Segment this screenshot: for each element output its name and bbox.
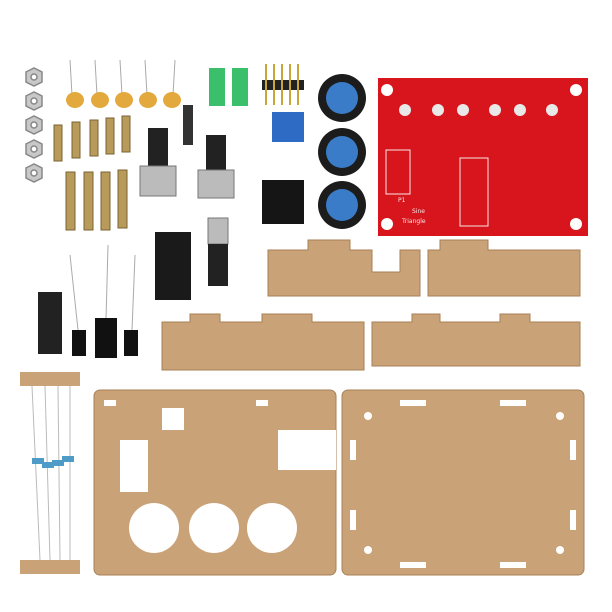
acrylic-front-panel bbox=[93, 389, 337, 576]
electrolytic-capacitors bbox=[69, 244, 138, 358]
pcb-board: Triangle Sine P1 bbox=[378, 78, 588, 236]
knobs bbox=[318, 74, 366, 229]
ceramic-capacitors bbox=[66, 59, 181, 108]
jumper-blocks bbox=[209, 68, 248, 106]
trimmer-potentiometer bbox=[272, 112, 304, 142]
pcb-label-sine: Sine bbox=[412, 208, 425, 215]
resistor-strip bbox=[20, 372, 80, 574]
nuts bbox=[25, 67, 43, 183]
ic-socket bbox=[155, 232, 191, 300]
acrylic-back-panel bbox=[341, 389, 585, 576]
ic-chip bbox=[38, 292, 62, 354]
screws bbox=[53, 115, 131, 231]
dc-jack bbox=[262, 180, 304, 224]
potentiometers bbox=[139, 128, 235, 286]
pcb-label-p1: P1 bbox=[398, 197, 406, 204]
pin-header bbox=[262, 64, 304, 105]
pin-header-small bbox=[183, 105, 193, 145]
acrylic-side-panels bbox=[161, 239, 581, 371]
pcb-label-triangle: Triangle bbox=[401, 218, 426, 225]
